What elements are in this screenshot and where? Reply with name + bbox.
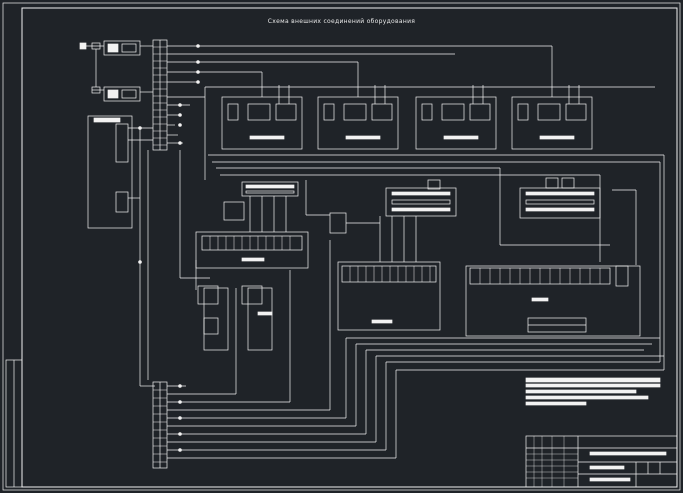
terminal-panel-left [195, 231, 309, 269]
junction-dots [138, 44, 200, 452]
inner-frame [21, 7, 678, 488]
centre-controller-large [329, 179, 457, 262]
terminal-panel-centre [337, 261, 441, 331]
notes-block [525, 377, 661, 406]
upper-unit-1 [221, 85, 303, 150]
right-routing [208, 154, 665, 370]
right-controller [519, 177, 601, 219]
bottom-return-wires [167, 240, 664, 459]
top-feeders [167, 45, 655, 180]
input-relay-top [79, 40, 141, 56]
terminal-strip-top [140, 39, 168, 151]
title-block [525, 435, 678, 488]
upper-unit-3 [415, 85, 497, 150]
terminal-strip-bottom [152, 381, 168, 469]
input-relay-bottom [91, 49, 141, 102]
lower-cabinet-1 [197, 285, 229, 351]
drawing-title: Схема внешних соединений оборудования [267, 18, 416, 25]
centre-controller-small [223, 181, 299, 232]
terminal-panel-right [465, 265, 641, 337]
upper-unit-2 [317, 85, 399, 150]
left-controller [87, 115, 153, 229]
upper-unit-4 [511, 85, 593, 150]
lower-cabinet-2 [241, 285, 273, 351]
left-vertical-bus [139, 128, 210, 387]
